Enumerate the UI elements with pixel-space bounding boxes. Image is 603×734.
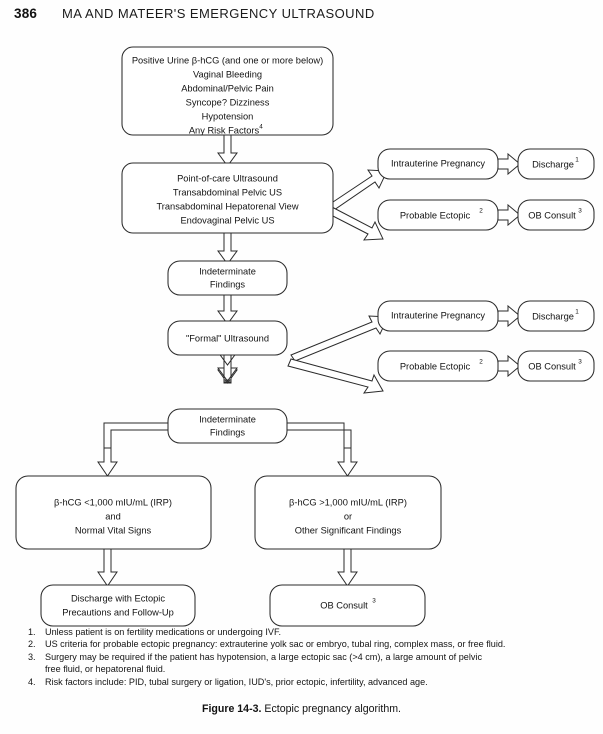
node-iup-1: Intrauterine Pregnancy — [377, 148, 499, 180]
discharge1-label: Discharge — [532, 159, 574, 169]
obconsult2-footnote-marker: 3 — [578, 359, 582, 366]
footnote-item: 4. Risk factors include: PID, tubal surg… — [28, 676, 584, 688]
node-ectopic-2: Probable Ectopic 2 — [377, 350, 499, 382]
presentation-line-6: Any Risk Factors — [189, 125, 260, 135]
indeterminate1-line-2: Findings — [210, 279, 245, 289]
obconsult1-label: OB Consult — [528, 210, 576, 220]
arrow-indeterminate1-to-formal — [217, 292, 238, 325]
figure-caption-text: Ectopic pregnancy algorithm. — [264, 703, 402, 715]
arrow-ectopic1-to-obconsult1 — [497, 203, 521, 227]
node-discharge-2: Discharge 1 — [517, 300, 595, 332]
node-low-bhcg: β-hCG <1,000 mIU/mL (IRP) and Normal Vit… — [15, 475, 212, 550]
obconsult-final-footnote-marker: 3 — [372, 598, 376, 605]
node-poc-ultrasound: Point-of-care Ultrasound Transabdominal … — [121, 162, 334, 234]
footnote-item: 3. Surgery may be required if the patien… — [28, 651, 584, 676]
ectopic1-footnote-marker: 2 — [479, 208, 483, 215]
page-number: 386 — [14, 6, 38, 21]
footnote-number: 2. — [28, 639, 36, 650]
obconsult2-label: OB Consult — [528, 361, 576, 371]
low-bhcg-line-2: and — [105, 511, 121, 521]
presentation-line-1: Positive Urine β-hCG (and one or more be… — [132, 55, 323, 65]
footnote-number: 1. — [28, 627, 36, 637]
footnote-item: 1. Unless patient is on fertility medica… — [28, 626, 584, 638]
arrow-high-bhcg-to-obconsult — [337, 548, 358, 587]
presentation-line-3: Abdominal/Pelvic Pain — [181, 83, 274, 93]
arrow-formal-to-iup2 — [290, 315, 389, 362]
iup2-label: Intrauterine Pregnancy — [391, 310, 485, 320]
iup1-label: Intrauterine Pregnancy — [391, 158, 485, 168]
node-discharge-1: Discharge 1 — [517, 148, 595, 180]
poc-line-1: Point-of-care Ultrasound — [177, 173, 278, 183]
formal-label: "Formal" Ultrasound — [186, 333, 269, 343]
arrow-formal-down-to-indeterminate2 — [217, 367, 238, 382]
figure-caption-label: Figure 14-3. — [201, 703, 262, 715]
node-ob-consult-final: OB Consult 3 — [269, 584, 426, 627]
ectopic1-label: Probable Ectopic — [400, 210, 471, 220]
footnote-text-line-2: free fluid, or hepatorenal fluid. — [45, 664, 166, 675]
arrow-poc-to-ectopic1 — [326, 205, 384, 241]
high-bhcg-line-2: or — [344, 511, 352, 521]
node-iup-2: Intrauterine Pregnancy — [377, 300, 499, 332]
high-bhcg-line-3: Other Significant Findings — [295, 525, 402, 535]
ectopic2-footnote-marker: 2 — [479, 359, 483, 366]
arrow-low-bhcg-to-discharge — [97, 548, 118, 587]
node-ob-consult-1: OB Consult 3 — [517, 199, 595, 231]
node-presentation: Positive Urine β-hCG (and one or more be… — [121, 46, 334, 136]
discharge-precautions-line-2: Precautions and Follow-Up — [62, 607, 174, 617]
footnote-text-line-1: Surgery may be required if the patient h… — [45, 651, 482, 662]
discharge1-footnote-marker: 1 — [575, 157, 579, 164]
low-bhcg-line-3: Normal Vital Signs — [75, 525, 152, 535]
poc-line-4: Endovaginal Pelvic US — [180, 215, 274, 225]
arrow-ectopic2-to-obconsult2 — [497, 354, 521, 378]
footnote-number: 4. — [28, 676, 36, 687]
footnotes-list: 1. Unless patient is on fertility medica… — [28, 626, 584, 688]
low-bhcg-line-1: β-hCG <1,000 mIU/mL (IRP) — [54, 497, 172, 507]
obconsult-final-label: OB Consult — [320, 600, 368, 610]
connector-indeterminate2-left — [103, 422, 178, 450]
footnote-text: Risk factors include: PID, tubal surgery… — [45, 676, 428, 687]
poc-line-2: Transabdominal Pelvic US — [173, 187, 282, 197]
footnote-text: Unless patient is on fertility medicatio… — [45, 627, 282, 637]
footnote-text: Surgery may be required if the patient h… — [45, 651, 584, 676]
presentation-line-2: Vaginal Bleeding — [193, 69, 262, 79]
running-head: MA AND MATEER'S EMERGENCY ULTRASOUND — [62, 6, 375, 21]
arrow-presentation-to-poc — [217, 133, 238, 167]
presentation-line-4: Syncope? Dizziness — [186, 97, 270, 107]
arrow-iup2-to-discharge2 — [497, 304, 521, 328]
node-discharge-ectopic-precautions: Discharge with Ectopic Precautions and F… — [40, 584, 196, 627]
discharge-precautions-line-1: Discharge with Ectopic — [71, 593, 165, 603]
arrow-formal-to-ectopic2 — [287, 358, 384, 394]
indeterminate2-line-2: Findings — [210, 427, 245, 437]
node-formal-ultrasound: "Formal" Ultrasound — [167, 320, 288, 356]
poc-line-3: Transabdominal Hepatorenal View — [156, 201, 298, 211]
figure-caption: Figure 14-3. Ectopic pregnancy algorithm… — [0, 703, 603, 715]
ectopic2-label: Probable Ectopic — [400, 361, 471, 371]
presentation-footnote-marker: 4 — [259, 124, 263, 131]
arrow-indeterminate2-to-high-bhcg — [337, 447, 358, 477]
arrow-poc-to-indeterminate1 — [217, 231, 238, 265]
discharge2-label: Discharge — [532, 311, 574, 321]
indeterminate2-line-1: Indeterminate — [199, 414, 256, 424]
presentation-line-5: Hypotension — [202, 111, 254, 121]
node-ectopic-1: Probable Ectopic 2 — [377, 199, 499, 231]
ectopic-pregnancy-flowchart: Positive Urine β-hCG (and one or more be… — [0, 30, 603, 630]
arrow-indeterminate2-to-low-bhcg — [97, 447, 118, 477]
discharge2-footnote-marker: 1 — [575, 309, 579, 316]
high-bhcg-line-1: β-hCG >1,000 mIU/mL (IRP) — [289, 497, 407, 507]
connector-indeterminate2-left-b — [110, 429, 178, 450]
footnote-text: US criteria for probable ectopic pregnan… — [45, 639, 506, 650]
footnote-number: 3. — [28, 651, 36, 662]
node-indeterminate-1: Indeterminate Findings — [167, 260, 288, 296]
arrow-iup1-to-discharge1 — [497, 152, 521, 176]
arrow-poc-to-iup1 — [329, 169, 388, 211]
node-indeterminate-2: Indeterminate Findings — [167, 408, 288, 444]
connector-indeterminate2-right — [277, 422, 345, 450]
obconsult1-footnote-marker: 3 — [578, 208, 582, 215]
connector-indeterminate2-right-b — [277, 429, 352, 450]
node-ob-consult-2: OB Consult 3 — [517, 350, 595, 382]
indeterminate1-line-1: Indeterminate — [199, 266, 256, 276]
footnote-item: 2. US criteria for probable ectopic preg… — [28, 638, 584, 650]
node-high-bhcg: β-hCG >1,000 mIU/mL (IRP) or Other Signi… — [254, 475, 442, 550]
